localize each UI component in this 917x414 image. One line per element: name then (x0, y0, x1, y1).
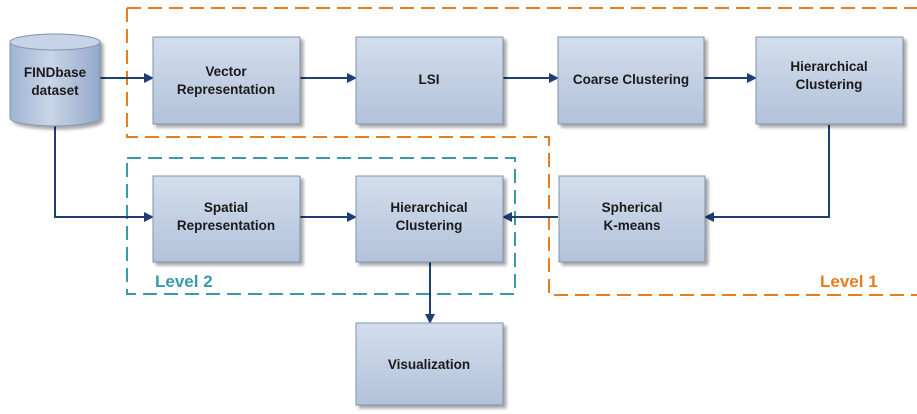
arrow-hierarchical-to-spherical (704, 125, 830, 222)
hierarchical-clustering-l2-box (355, 175, 504, 263)
lsi-box (355, 36, 504, 125)
findbase-label-line1: FINDbase (24, 65, 87, 80)
hierarchical-clustering-l2-label-line2: Clustering (396, 218, 463, 233)
visualization-box (355, 322, 504, 406)
level2-region-border (126, 157, 516, 295)
vector-representation-label-line1: Vector (205, 64, 247, 79)
findbase-label-line2: dataset (31, 83, 79, 98)
arrow-findbase-to-spatial (54, 124, 154, 222)
level1-label: Level 1 (820, 272, 878, 291)
lsi-label: LSI (418, 72, 439, 87)
coarse-clustering-box (557, 36, 705, 125)
spherical-kmeans-label-line2: K-means (603, 218, 660, 233)
level2-label: Level 2 (155, 272, 213, 291)
vector-representation-box (152, 36, 301, 125)
findbase-dataset-node (9, 33, 101, 127)
spatial-representation-label-line1: Spatial (204, 200, 248, 215)
hierarchical-clustering-l2-label-line1: Hierarchical (390, 200, 467, 215)
vector-representation-label-line2: Representation (177, 82, 275, 97)
spherical-kmeans-label-line1: Spherical (602, 200, 663, 215)
hierarchical-clustering-l1-label-line2: Clustering (796, 77, 863, 92)
hierarchical-clustering-l1-label-line1: Hierarchical (790, 59, 867, 74)
level1-region-border (126, 7, 917, 296)
visualization-label: Visualization (388, 357, 470, 372)
spatial-representation-box (152, 175, 301, 263)
connectors (54, 73, 830, 324)
coarse-clustering-label: Coarse Clustering (573, 72, 689, 87)
spatial-representation-label-line2: Representation (177, 218, 275, 233)
hierarchical-clustering-l1-box (755, 36, 904, 125)
spherical-kmeans-box (558, 175, 706, 263)
